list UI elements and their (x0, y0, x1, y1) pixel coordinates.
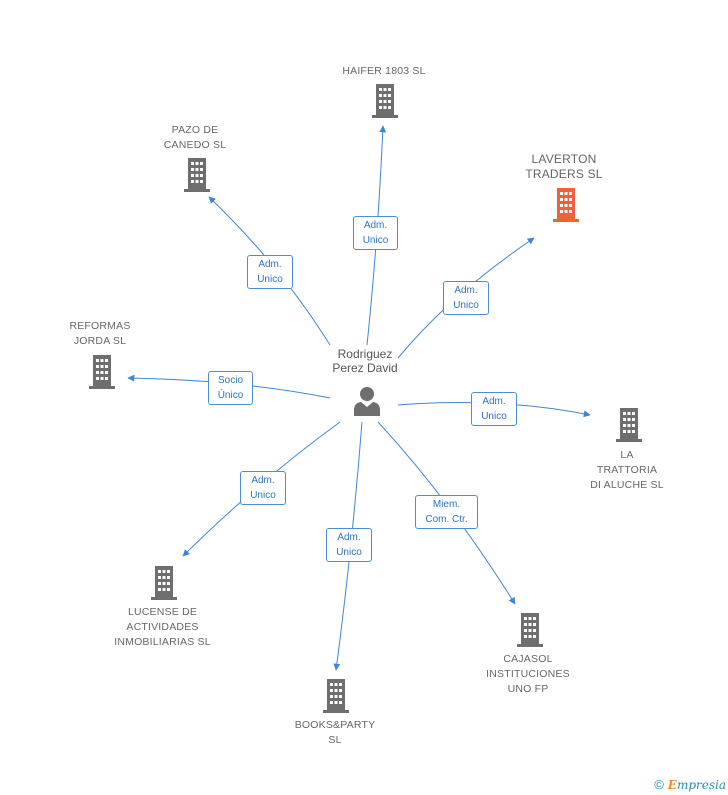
brand-logo-initial: E (667, 778, 677, 792)
edge-label-haifer: Adm. Unico (353, 216, 398, 250)
node-label-lucense: LUCENSE DE ACTIVIDADES INMOBILIARIAS SL (114, 606, 211, 648)
building-icon[interactable] (183, 158, 211, 192)
edge-label-pazo: Adm. Unico (247, 255, 293, 289)
copyright-icon: © (654, 777, 664, 792)
node-label-cajasol: CAJASOL INSTITUCIONES UNO FP (486, 653, 570, 695)
person-icon[interactable] (353, 386, 381, 416)
brand-logo-text: mpresia (676, 778, 726, 792)
node-label-trattoria: LA TRATTORIA DI ALUCHE SL (590, 449, 664, 491)
edge-label-books: Adm. Unico (326, 528, 372, 562)
node-label-books: BOOKS&PARTY SL (294, 719, 376, 746)
edge-label-laverton: Adm. Unico (443, 281, 489, 315)
building-icon[interactable] (371, 84, 399, 118)
building-icon[interactable] (615, 408, 643, 442)
building-icon[interactable] (322, 679, 350, 713)
building-icon[interactable] (88, 355, 116, 389)
center-name: Rodriguez Perez David (332, 347, 398, 375)
building-icon[interactable] (150, 566, 178, 600)
node-label-reformas: REFORMAS JORDA SL (69, 320, 131, 347)
node-label-haifer: HAIFER 1803 SL (342, 65, 426, 77)
edge-label-reformas: Socio Único (208, 371, 253, 405)
building-icon[interactable] (552, 188, 580, 222)
copyright-footer: ©Empresia (654, 777, 726, 792)
building-icon[interactable] (516, 613, 544, 647)
edge-label-lucense: Adm. Unico (240, 471, 286, 505)
edge-label-cajasol: Miem. Com. Ctr. (415, 495, 478, 529)
node-label-laverton: LAVERTON TRADERS SL (525, 152, 603, 181)
edge-label-trattoria: Adm. Unico (471, 392, 517, 426)
node-label-pazo: PAZO DE CANEDO SL (163, 124, 227, 151)
